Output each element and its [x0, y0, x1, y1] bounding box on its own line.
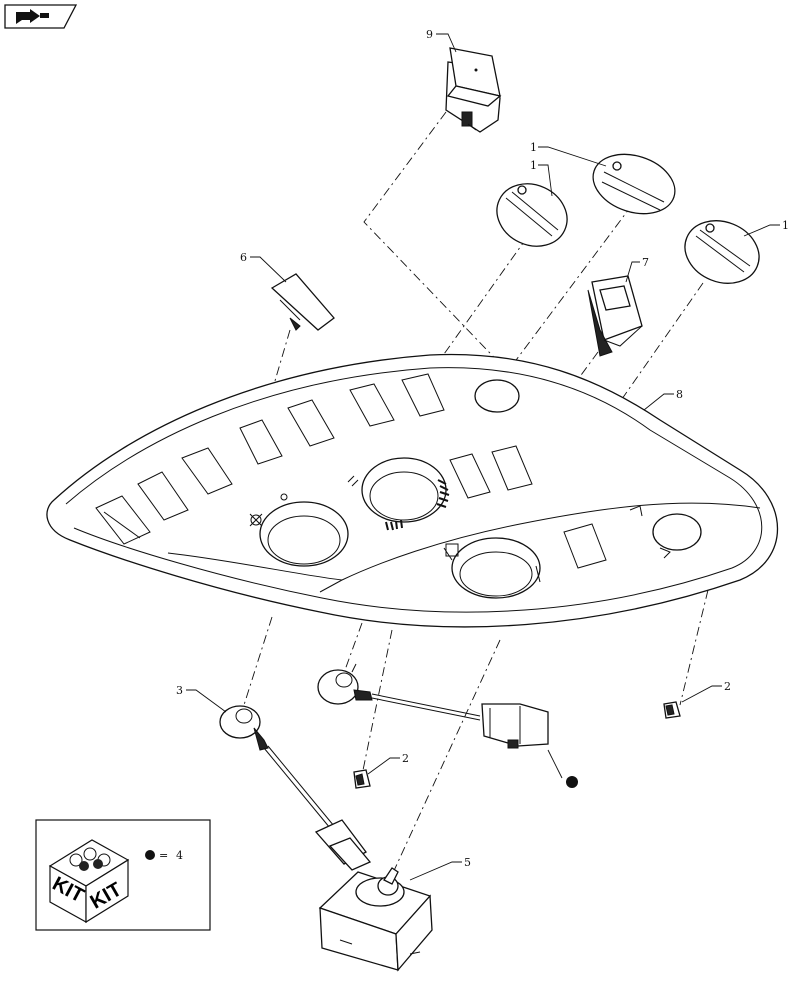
callout-9: 9: [426, 28, 433, 41]
callout-1-middle: 1: [530, 159, 537, 172]
callout-4: 4: [176, 849, 183, 862]
callout-1-top: 1: [530, 141, 537, 154]
knob-item-1-middle: [496, 183, 568, 247]
temperature-icon: [347, 475, 359, 487]
callout-8: 8: [676, 388, 683, 401]
potentiometer-with-connector: [317, 663, 549, 749]
callout-leaders: [186, 33, 780, 881]
knob-item-1-right: [684, 220, 760, 284]
air-recirculation-icon: [443, 543, 459, 561]
legend-equals: =: [159, 849, 168, 862]
rocker-switch-item-9: [445, 47, 502, 133]
clip-item-2-lower: [353, 769, 371, 789]
temperature-scale: [385, 479, 450, 531]
potentiometer-item-3: [219, 705, 372, 871]
dashboard-panel-item-8: [46, 353, 779, 628]
callout-3: 3: [176, 684, 183, 697]
callout-2-right: 2: [724, 680, 731, 693]
nav-tab[interactable]: [4, 4, 78, 29]
control-module-item-5: [318, 867, 433, 972]
kit-marker-dot: [566, 776, 578, 788]
mode-indicators: [629, 505, 671, 559]
callout-2-lower: 2: [402, 752, 409, 765]
blank-plug-item-6: [270, 273, 335, 331]
callout-1-right: 1: [782, 219, 789, 232]
fan-icon: [249, 513, 263, 527]
kit-legend: KIT KIT = 4: [35, 819, 211, 931]
page-back-arrow-icon: [16, 9, 49, 24]
clip-item-2-right: [663, 701, 681, 719]
switch-item-7: [587, 275, 643, 357]
knob-item-1-top: [592, 153, 676, 215]
callout-5: 5: [464, 856, 471, 869]
callout-7: 7: [642, 256, 649, 269]
kit-box-icon: [48, 839, 130, 924]
callout-6: 6: [240, 251, 247, 264]
filled-dot-icon: [145, 850, 155, 860]
